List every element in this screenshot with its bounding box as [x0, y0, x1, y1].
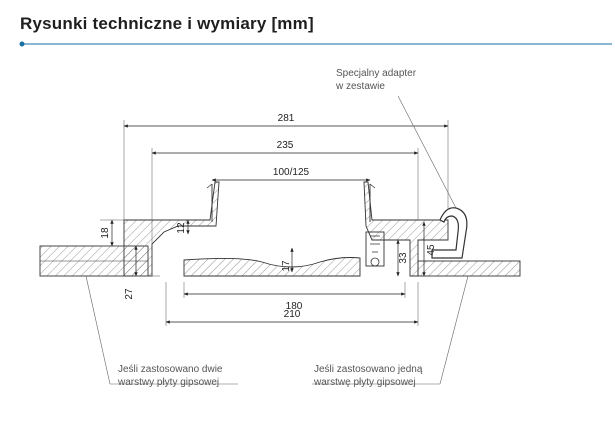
dim-33: 33 [398, 252, 409, 264]
adapter-clip [431, 207, 468, 259]
dim-210: 210 [284, 309, 301, 320]
frame-profile-right [363, 181, 449, 277]
one-layer-callout-line1: Jeśli zastosowano jedną [314, 364, 423, 375]
two-layers-callout-line1: Jeśli zastosowano dwie [118, 364, 223, 375]
dimension-lines [110, 124, 449, 324]
page-title: Rysunki techniczne i wymiary [mm] [20, 14, 314, 33]
dim-100-125: 100/125 [273, 167, 310, 178]
adapter-callout-line1: Specjalny adapter [336, 68, 417, 79]
dim-45: 45 [426, 244, 437, 256]
drywall-board-right [417, 260, 521, 277]
adapter-callout-line2: w zestawie [335, 81, 385, 92]
dim-281: 281 [278, 113, 295, 124]
dim-180: 180 [286, 301, 303, 312]
two-layers-callout-line2: warstwy płyty gipsowej [117, 377, 219, 388]
dim-235: 235 [277, 140, 294, 151]
duct-collar [206, 183, 376, 222]
one-layer-callout-line2: warstwę płyty gipsowej [313, 377, 416, 388]
callout-leaders [85, 95, 469, 385]
dim-17: 17 [281, 260, 292, 272]
spring-clip [365, 231, 385, 267]
dim-18: 18 [100, 227, 111, 239]
title-underline [19, 41, 612, 47]
front-panel [183, 257, 361, 277]
dim-27: 27 [124, 288, 135, 300]
dim-12: 12 [176, 222, 187, 234]
